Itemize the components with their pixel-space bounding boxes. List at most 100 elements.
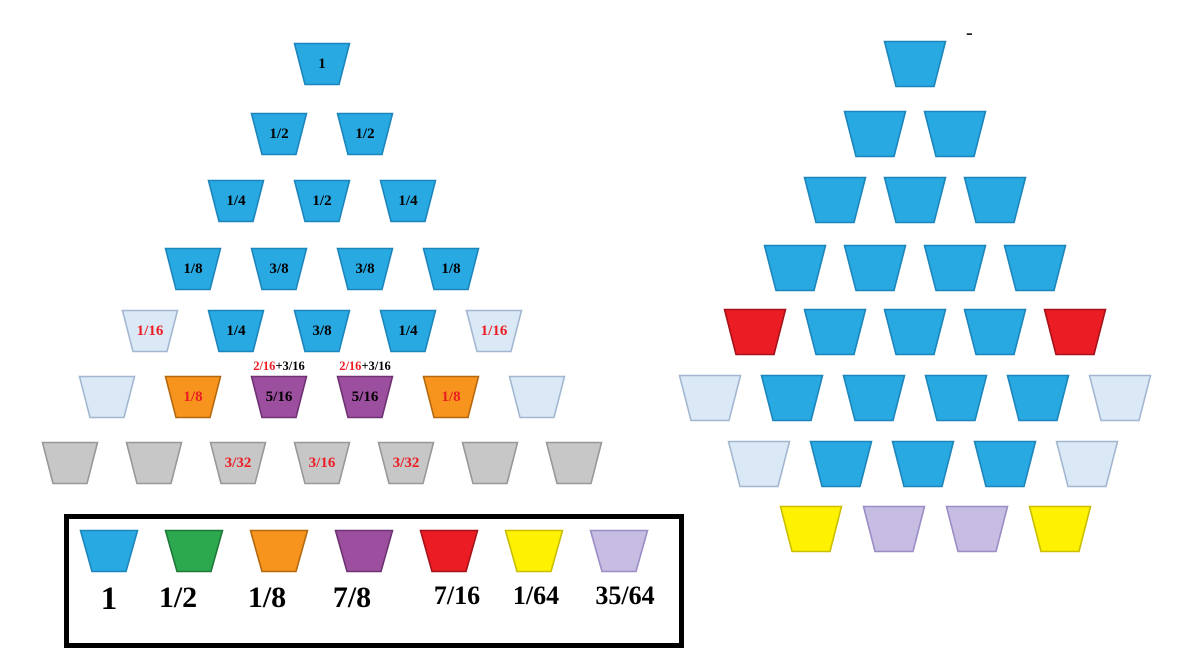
pyramid-cup-blue	[760, 374, 824, 422]
cup-label: 3/8	[355, 260, 375, 277]
cup-label: 1	[318, 55, 326, 72]
pyramid-cup-blue	[809, 440, 873, 488]
cup-label: 3/16	[308, 454, 336, 471]
cup-label: 1/8	[183, 260, 203, 277]
pyramid-cup-light_blue	[1088, 374, 1152, 422]
pyramid-cup-blue: 1/4	[379, 309, 437, 353]
legend: 1 1/2 1/8 7/8 7/16 1/64 35/64	[64, 514, 684, 648]
pyramid-cup-blue	[963, 308, 1027, 356]
cup-label: 1/8	[441, 260, 461, 277]
legend-label: 7/8	[332, 581, 372, 614]
legend-label: 1/2	[158, 581, 198, 614]
pyramid-cup-blue	[1003, 244, 1067, 292]
legend-label: 7/16	[433, 581, 481, 610]
legend-label: 1/64	[512, 581, 560, 610]
pyramid-cup-light_blue	[727, 440, 791, 488]
pyramid-cup-light_blue	[508, 375, 566, 419]
pyramid-cup-blue: 1/4	[379, 179, 437, 223]
annotation-part: 2/16	[339, 359, 362, 373]
pyramid-cup-red	[723, 308, 787, 356]
cup-label: 1/8	[183, 388, 203, 405]
pyramid-cup-blue: 1/2	[250, 112, 308, 156]
cup-label: 5/16	[351, 388, 379, 405]
legend-cup-red	[419, 529, 479, 573]
pyramid-cup-lavender	[945, 505, 1009, 553]
pyramid-cup-gray	[125, 441, 183, 485]
pyramid-cup-blue	[924, 374, 988, 422]
pyramid-cup-blue	[883, 308, 947, 356]
pyramid-cup-orange: 1/8	[422, 375, 480, 419]
pyramid-cup-light_blue	[78, 375, 136, 419]
annotation-part: +3/16	[361, 359, 391, 373]
pyramid-cup-blue	[973, 440, 1037, 488]
cup-label: 1/2	[355, 125, 375, 142]
cup-label: 1/2	[269, 125, 289, 142]
cup-label: 3/8	[269, 260, 289, 277]
pyramid-cup-gray: 3/16	[293, 441, 351, 485]
pyramid-cup-purple: 5/16	[250, 375, 308, 419]
pyramid-cup-blue: 1/2	[336, 112, 394, 156]
cup-label: 1/4	[226, 192, 246, 209]
annotation-part: 2/16	[253, 359, 276, 373]
cup-label: 3/32	[392, 454, 420, 471]
cup-label: 3/8	[312, 322, 332, 339]
pyramid-cup-blue: 1/4	[207, 179, 265, 223]
pyramid-cup-light_blue: 1/16	[121, 309, 179, 353]
cup-label: 1/16	[136, 322, 164, 339]
pyramid-cup-blue	[843, 244, 907, 292]
pyramid-cup-lavender	[862, 505, 926, 553]
pyramid-cup-yellow	[779, 505, 843, 553]
pyramid-cup-blue: 3/8	[336, 247, 394, 291]
pyramid-cup-blue: 1	[293, 42, 351, 86]
pyramid-cup-light_blue	[678, 374, 742, 422]
cup-label: 1/4	[398, 192, 418, 209]
cup-label: 1/4	[226, 322, 246, 339]
pyramid-cup-purple: 5/16	[336, 375, 394, 419]
pyramid-cup-gray: 3/32	[209, 441, 267, 485]
stray-mark: -	[966, 22, 973, 44]
pyramid-cup-gray: 3/32	[377, 441, 435, 485]
pyramid-cup-blue: 1/8	[164, 247, 222, 291]
cup-annotation: 2/16+3/16	[232, 359, 326, 374]
pyramid-cup-light_blue: 1/16	[465, 309, 523, 353]
cup-label: 5/16	[265, 388, 293, 405]
legend-cup-orange	[249, 529, 309, 573]
cup-annotation: 2/16+3/16	[318, 359, 412, 374]
pyramid-cup-blue	[803, 176, 867, 224]
pyramid-cup-blue: 1/2	[293, 179, 351, 223]
pyramid-cup-blue: 1/8	[422, 247, 480, 291]
pyramid-cup-blue	[891, 440, 955, 488]
pyramid-cup-blue	[883, 176, 947, 224]
pyramid-cup-blue	[883, 40, 947, 88]
pyramid-cup-blue	[963, 176, 1027, 224]
pyramid-cup-gray	[545, 441, 603, 485]
legend-cup-lavender	[589, 529, 649, 573]
legend-label: 1/8	[247, 581, 287, 614]
pyramid-cup-red	[1043, 308, 1107, 356]
pyramid-cup-orange: 1/8	[164, 375, 222, 419]
annotation-part: +3/16	[275, 359, 305, 373]
legend-cup-green	[164, 529, 224, 573]
cup-label: 1/8	[441, 388, 461, 405]
pyramid-cup-blue	[1006, 374, 1070, 422]
pyramid-cup-blue	[763, 244, 827, 292]
legend-label: 1	[100, 581, 118, 617]
cup-label: 1/4	[398, 322, 418, 339]
pyramid-cup-blue: 3/8	[293, 309, 351, 353]
pyramid-cup-yellow	[1028, 505, 1092, 553]
pyramid-cup-gray	[41, 441, 99, 485]
pyramid-cup-blue	[842, 374, 906, 422]
pyramid-cup-blue	[923, 244, 987, 292]
pyramid-cup-blue: 1/4	[207, 309, 265, 353]
pyramid-cup-blue	[803, 308, 867, 356]
cup-label: 1/16	[480, 322, 508, 339]
legend-cup-purple	[334, 529, 394, 573]
cup-label: 3/32	[224, 454, 252, 471]
legend-cup-yellow	[504, 529, 564, 573]
pyramid-cup-blue	[843, 110, 907, 158]
pyramid-cup-light_blue	[1055, 440, 1119, 488]
legend-cup-blue	[79, 529, 139, 573]
legend-label: 35/64	[595, 581, 655, 610]
pyramid-cup-blue	[923, 110, 987, 158]
